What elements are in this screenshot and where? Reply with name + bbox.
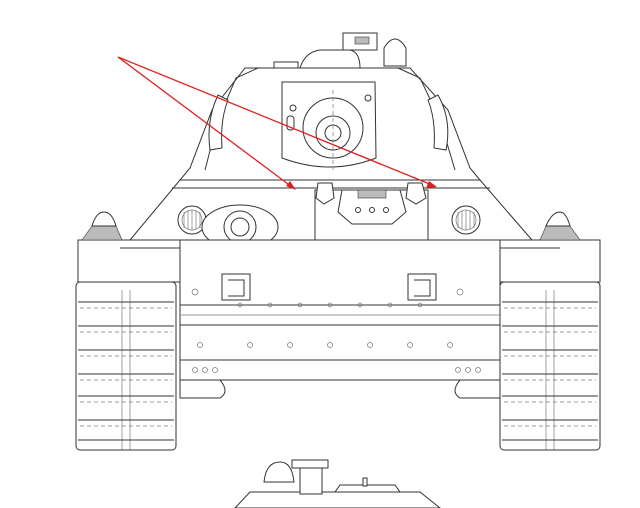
turret — [178, 67, 482, 181]
hull-upper — [128, 179, 534, 250]
left-track — [75, 281, 177, 451]
right-track — [499, 281, 601, 451]
fenders — [77, 211, 601, 283]
arrowhead-right-icon — [426, 181, 437, 188]
bottom-partial-drawing — [234, 459, 441, 508]
turret-top-fittings — [273, 32, 407, 69]
arrow-right — [117, 56, 433, 186]
arrow-left — [117, 56, 293, 188]
annotation-arrows — [117, 56, 437, 190]
arrowhead-left-icon — [286, 181, 296, 190]
hull-lower — [179, 239, 501, 399]
